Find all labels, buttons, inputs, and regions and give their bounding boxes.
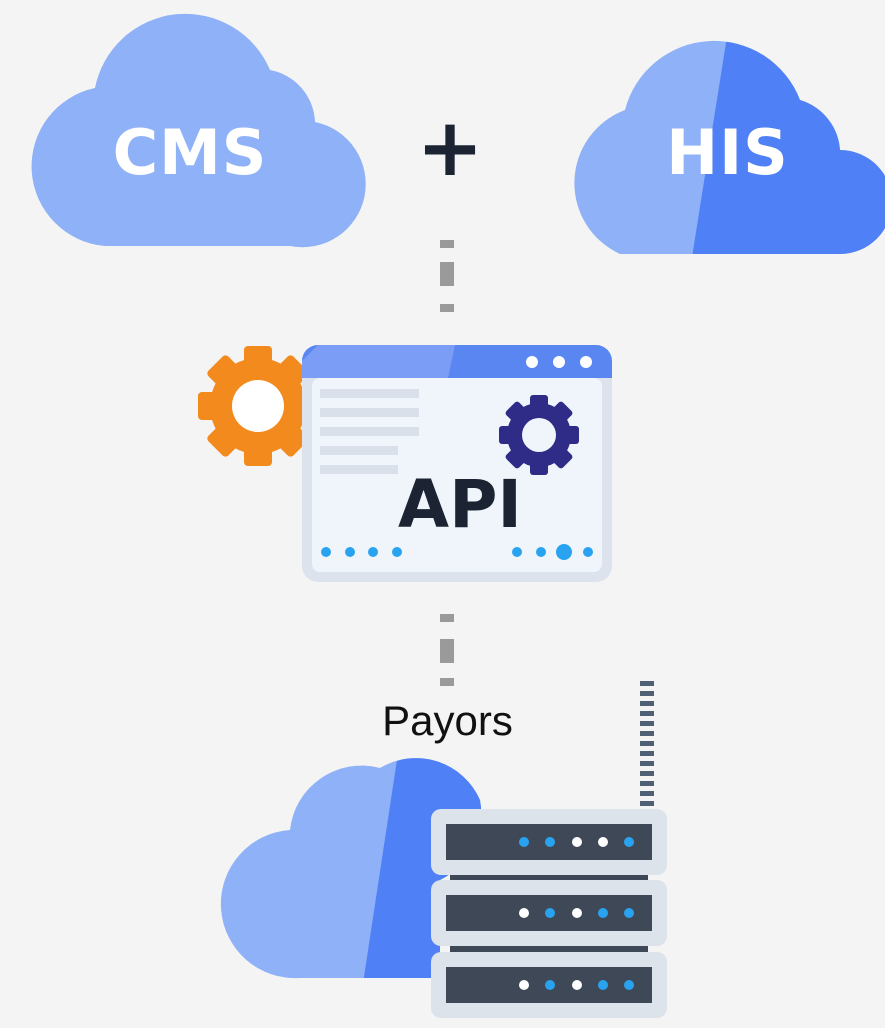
payors-label: Payors	[382, 697, 513, 744]
cms-label: CMS	[112, 116, 268, 189]
orange-gear-icon	[198, 346, 318, 466]
his-label: HIS	[666, 116, 789, 189]
dashed-connector-bottom	[440, 614, 454, 686]
text-lines-icon	[320, 389, 419, 474]
server-lights-1	[519, 837, 634, 847]
server-lights-3	[519, 980, 634, 990]
plus-connector: +	[416, 101, 484, 194]
api-window-icon	[302, 345, 612, 582]
navy-gear-icon	[499, 395, 579, 475]
server-rack-icon	[431, 809, 667, 1018]
dashed-connector-top	[440, 240, 454, 312]
api-label: API	[397, 466, 522, 543]
cms-cloud-icon	[31, 13, 366, 248]
server-lights-2	[519, 908, 634, 918]
status-dots-icon	[321, 544, 593, 560]
antenna-icon	[640, 681, 654, 806]
